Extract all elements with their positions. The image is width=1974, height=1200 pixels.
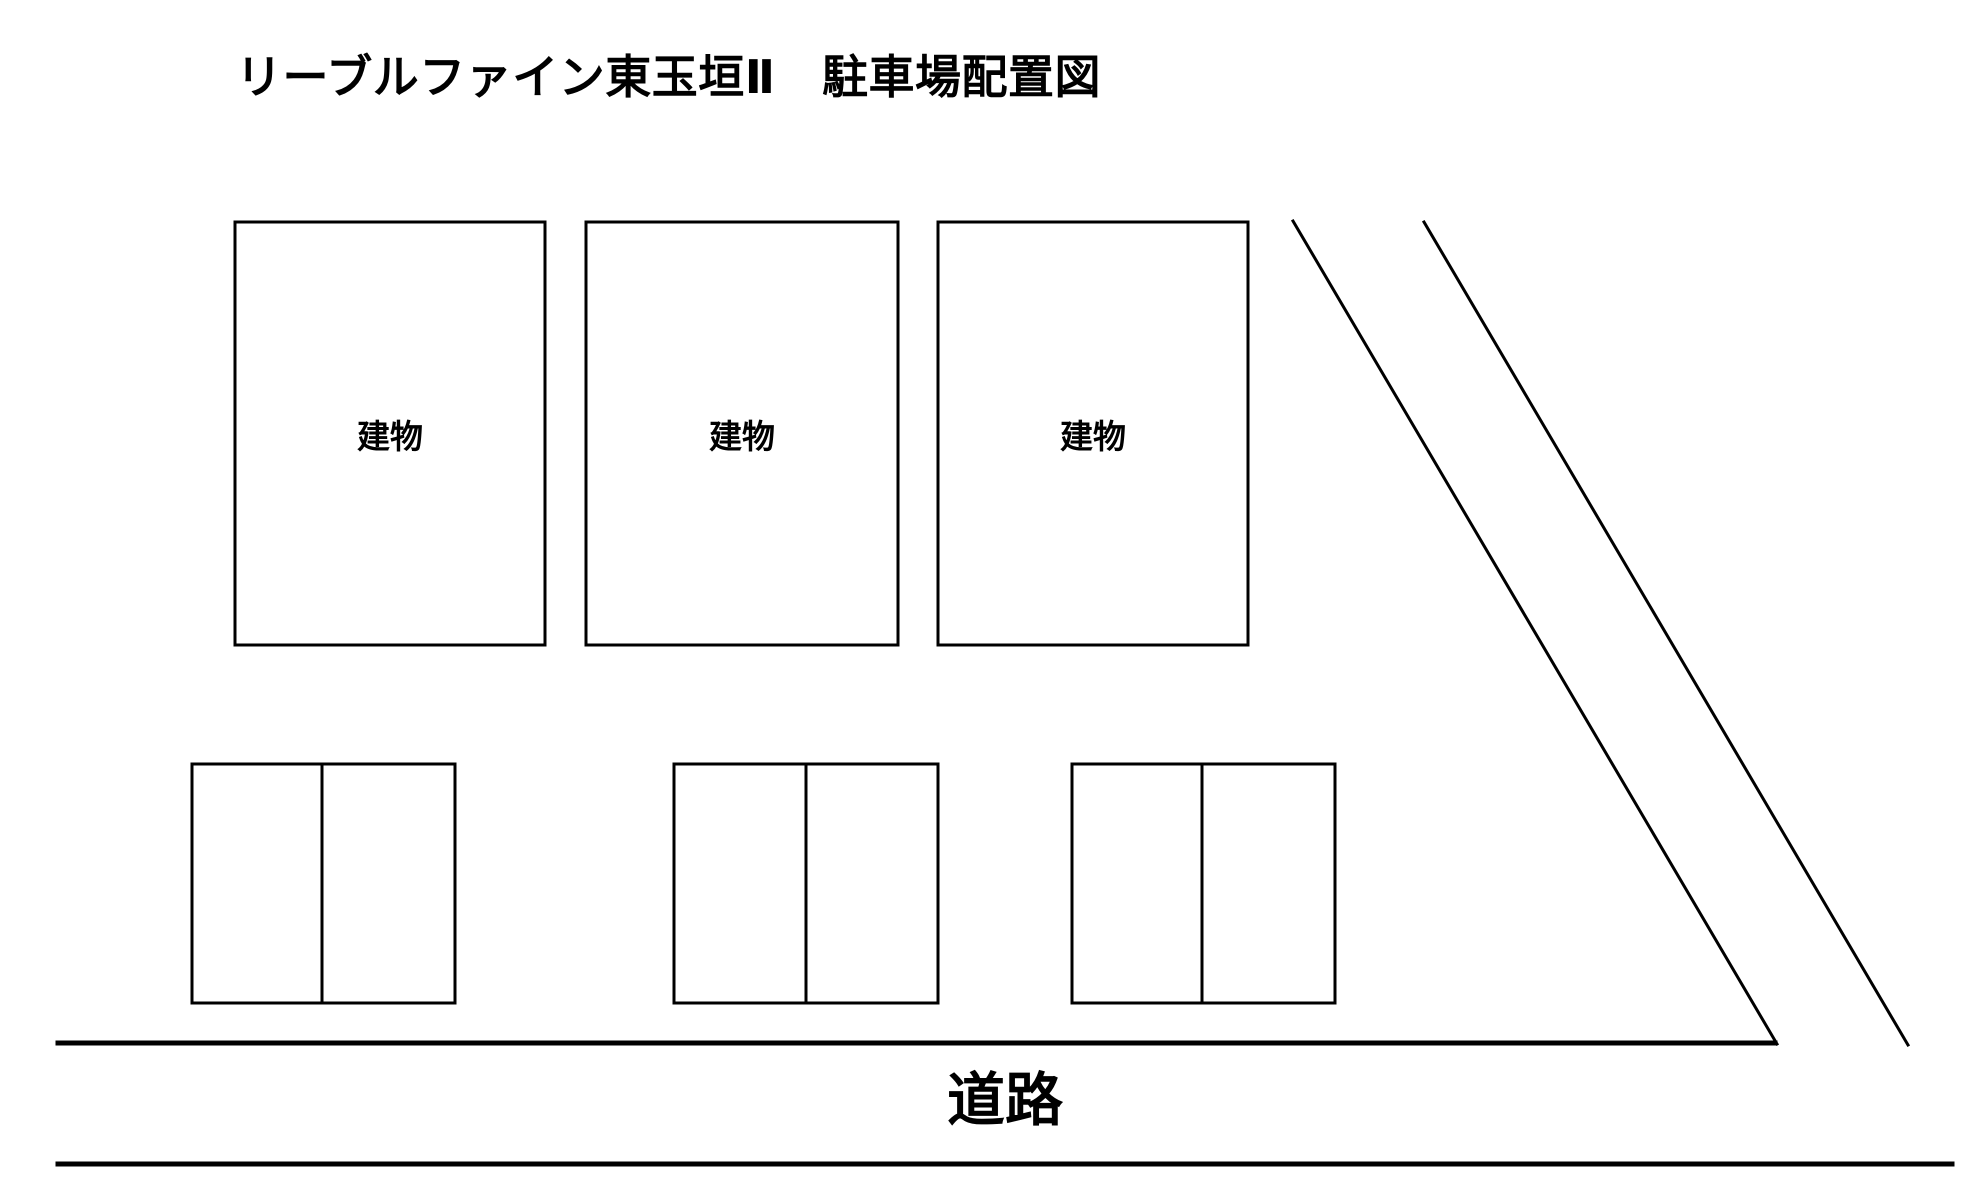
site-diagonal-outer	[1421, 219, 1911, 1048]
road-label: 道路	[946, 1066, 1063, 1134]
site-boundary-group	[55, 218, 1955, 1167]
page-title: リーブルファイン東玉垣Ⅱ 駐車場配置図	[236, 50, 1102, 104]
buildings-group	[233, 220, 1250, 647]
site-diagonal-inner	[1290, 218, 1780, 1047]
parking-stalls-group	[190, 762, 1337, 1005]
building-label-1: 建物	[357, 417, 423, 456]
building-label-3: 建物	[1060, 417, 1126, 456]
building-outline-3	[936, 220, 1250, 647]
building-outline-2	[584, 220, 900, 647]
building-outline-1	[233, 220, 547, 647]
building-label-2: 建物	[709, 417, 775, 456]
